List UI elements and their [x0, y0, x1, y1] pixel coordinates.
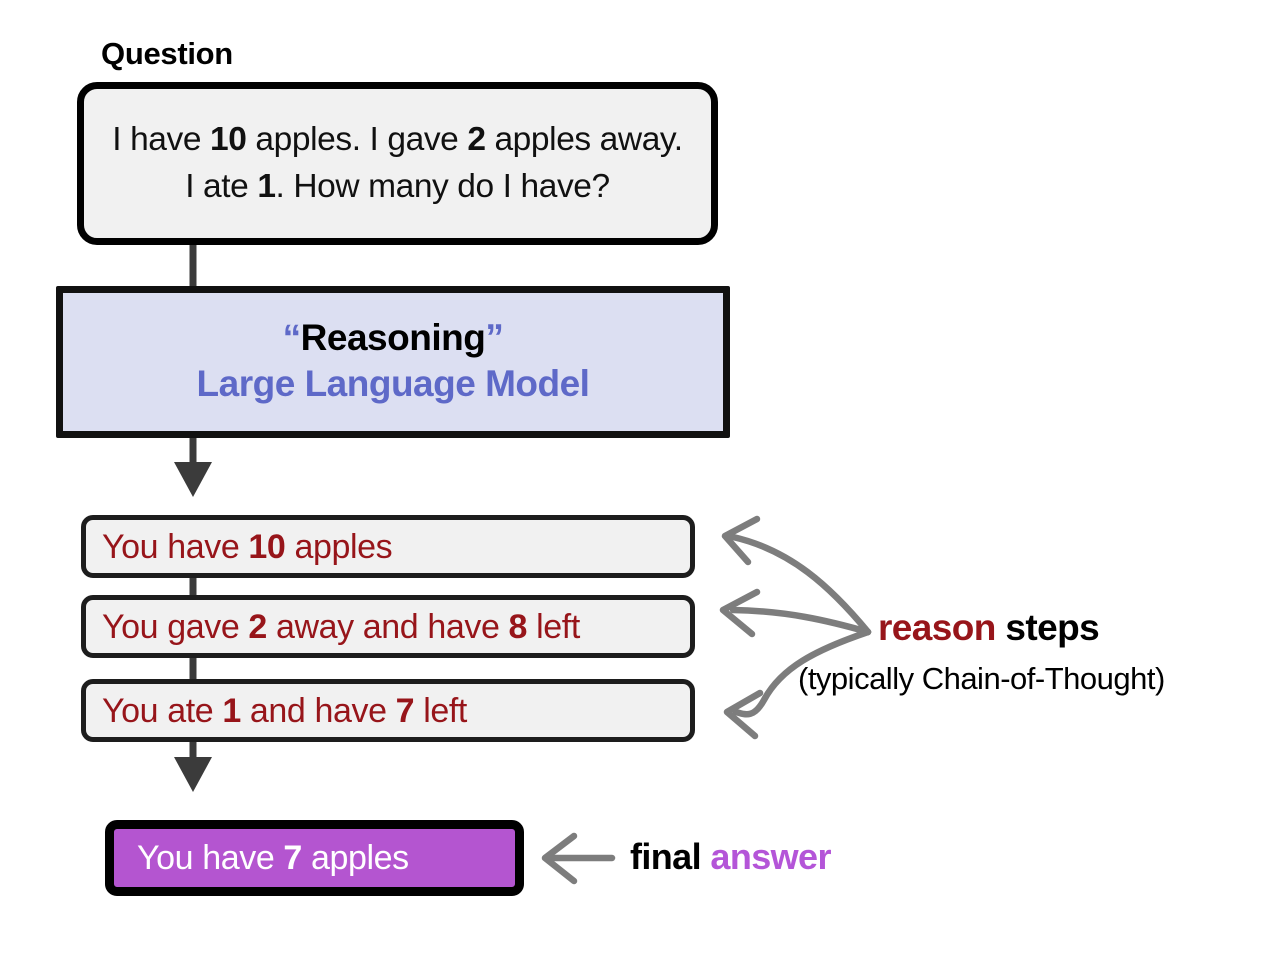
reason-step-text: You ate 1 and have 7 left	[102, 691, 467, 730]
reason-arrow-middle	[729, 606, 872, 636]
final-answer-box: You have 7 apples	[105, 820, 524, 896]
question-label: Question	[101, 36, 233, 71]
llm-box: “Reasoning” Large Language Model	[56, 286, 730, 438]
final-answer-text: You have 7 apples	[137, 839, 409, 877]
answer-keyword: answer	[701, 836, 831, 877]
reason-steps-arrows	[719, 515, 872, 740]
reason-step-box: You have 10 apples	[81, 515, 695, 578]
reason-keyword: reason	[878, 607, 996, 648]
question-text: I have 10 apples. I gave 2 apples away. …	[112, 121, 683, 205]
question-box: I have 10 apples. I gave 2 apples away. …	[77, 82, 718, 245]
llm-model-name: Large Language Model	[196, 363, 590, 405]
final-answer-annotation: final answer	[630, 839, 831, 875]
arrowhead-llm-to-steps	[174, 462, 212, 497]
reason-step-text: You gave 2 away and have 8 left	[102, 607, 580, 646]
final-answer-arrowhead	[541, 832, 578, 885]
reason-arrowhead-middle	[719, 588, 761, 638]
reason-step-box: You ate 1 and have 7 left	[81, 679, 695, 742]
reason-arrowhead-top	[721, 515, 761, 566]
reason-step-text: You have 10 apples	[102, 527, 393, 566]
chain-of-thought-note: (typically Chain-of-Thought)	[798, 661, 1165, 696]
quote-open: “	[282, 317, 302, 359]
steps-keyword: steps	[995, 607, 1100, 648]
final-keyword: final	[630, 836, 702, 877]
reason-steps-annotation: reason steps	[878, 607, 1100, 648]
final-answer-arrow	[541, 832, 616, 885]
arrowhead-steps-to-answer	[174, 757, 212, 792]
reason-arrow-top	[729, 533, 872, 636]
llm-reasoning-word: Reasoning	[300, 317, 486, 359]
quote-close: ”	[485, 317, 504, 359]
reason-arrowhead-bottom	[723, 689, 764, 740]
reason-step-box: You gave 2 away and have 8 left	[81, 595, 695, 658]
llm-reasoning-title: “Reasoning”	[283, 317, 504, 360]
